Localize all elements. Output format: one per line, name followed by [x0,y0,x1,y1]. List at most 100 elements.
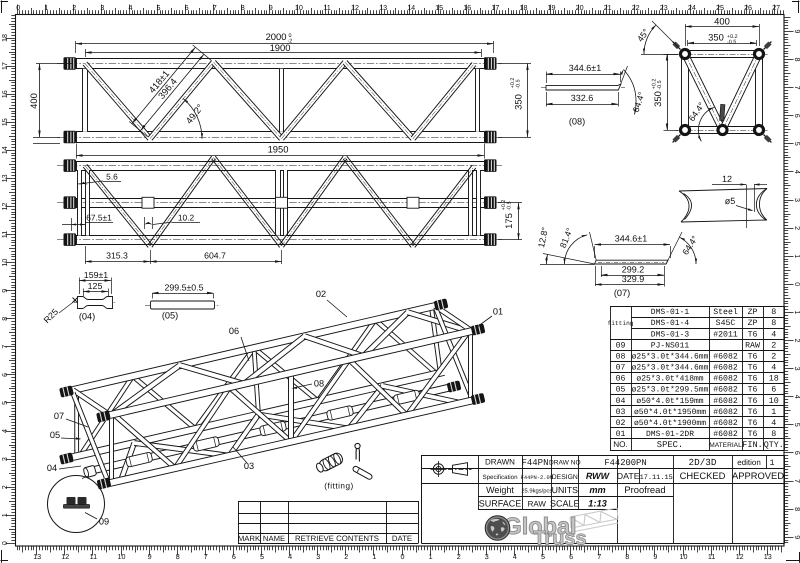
svg-text:315.3: 315.3 [106,251,128,261]
svg-text:-2: -2 [288,39,293,45]
svg-text:8: 8 [241,3,245,12]
svg-text:SURFACE: SURFACE [479,498,522,508]
svg-text:#6082: #6082 [713,364,738,373]
svg-text:10: 10 [680,552,688,561]
svg-text:DMS-01-3: DMS-01-3 [651,330,690,339]
svg-text:1900: 1900 [270,42,291,53]
svg-text:2: 2 [344,552,348,561]
svg-text:4: 4 [771,363,776,373]
svg-text:14: 14 [0,146,9,154]
svg-text:17.11.15: 17.11.15 [640,474,673,482]
svg-text:10: 10 [118,552,126,561]
svg-text:604.7: 604.7 [204,251,226,261]
svg-text:PJ-NS011: PJ-NS011 [651,341,690,350]
svg-text:2000: 2000 [266,31,287,42]
svg-text:2: 2 [0,485,9,489]
svg-text:07: 07 [616,364,626,373]
svg-text:01: 01 [616,430,626,439]
svg-text:9: 9 [793,535,800,539]
svg-text:2: 2 [793,226,800,230]
svg-text:T6: T6 [748,353,758,362]
svg-text:ZP: ZP [748,308,758,317]
svg-text:#6082: #6082 [713,353,738,362]
svg-text:CHECKED: CHECKED [680,470,726,481]
svg-text:10: 10 [769,396,779,406]
svg-text:350: 350 [652,91,663,107]
svg-text:8: 8 [771,307,776,317]
svg-text:67.5±1: 67.5±1 [86,213,112,223]
svg-text:11: 11 [0,231,9,238]
svg-text:2: 2 [457,552,461,561]
svg-text:-0.5: -0.5 [507,201,513,210]
svg-text:1: 1 [429,552,433,561]
svg-text:3: 3 [100,3,104,12]
svg-text:299.5±0.5: 299.5±0.5 [164,283,203,293]
svg-text:4: 4 [771,329,776,339]
svg-text:12: 12 [351,3,359,12]
svg-text:QTY.: QTY. [764,440,784,450]
svg-text:4: 4 [129,3,133,12]
svg-text:05: 05 [50,430,60,440]
svg-text:APPROVED: APPROVED [732,470,784,481]
svg-text:1:13: 1:13 [588,497,608,508]
svg-text:(08): (08) [569,117,585,127]
svg-text:9: 9 [0,289,9,293]
svg-text:5: 5 [541,552,545,561]
svg-text:329.9: 329.9 [622,274,645,284]
svg-text:Proofread: Proofread [624,484,665,495]
svg-text:11: 11 [323,3,330,12]
svg-text:26: 26 [744,3,752,12]
svg-text:Steel: Steel [713,308,738,317]
svg-text:ø50*4.0t*1900mm: ø50*4.0t*1900mm [634,419,706,428]
svg-text:25: 25 [716,3,724,12]
svg-text:5: 5 [793,142,800,146]
svg-text:11: 11 [90,552,97,561]
svg-text:13: 13 [0,174,9,182]
svg-text:08: 08 [314,379,324,389]
svg-text:09: 09 [99,517,109,527]
svg-text:159±1: 159±1 [84,270,109,280]
svg-text:09: 09 [616,341,626,350]
svg-text:#2011: #2011 [713,330,738,339]
svg-text:T6: T6 [748,408,758,417]
svg-text:03: 03 [244,461,254,471]
svg-text:14: 14 [407,3,415,12]
svg-text:1950: 1950 [268,144,289,155]
svg-text:6: 6 [232,552,236,561]
svg-text:#6082: #6082 [713,375,738,384]
svg-text:16: 16 [0,90,9,98]
svg-text:16: 16 [463,3,471,12]
svg-text:F44200PN: F44200PN [604,458,646,468]
svg-text:02: 02 [616,419,626,428]
svg-text:#6082: #6082 [713,386,738,395]
svg-text:ø25*3.0t*418mm: ø25*3.0t*418mm [636,375,703,384]
svg-text:+0.2: +0.2 [652,79,658,90]
svg-text:21: 21 [604,3,612,12]
svg-text:22: 22 [632,3,640,12]
svg-text:FIN.: FIN. [742,440,763,450]
svg-text:Truss: Truss [533,528,586,550]
svg-text:ZP: ZP [748,319,758,328]
svg-text:25.9kgs/pcs: 25.9kgs/pcs [521,488,552,495]
svg-text:299.2: 299.2 [622,265,645,275]
svg-text:3: 3 [793,367,800,371]
svg-text:8: 8 [176,552,180,561]
svg-text:9: 9 [793,29,800,33]
svg-text:11: 11 [708,552,715,561]
svg-text:8: 8 [793,58,800,62]
svg-text:NAME: NAME [263,534,285,543]
svg-text:9: 9 [653,552,657,561]
svg-text:6: 6 [793,451,800,455]
svg-text:DMS-01-1: DMS-01-1 [651,308,690,317]
svg-text:RWW: RWW [586,471,611,481]
svg-text:344.6±1: 344.6±1 [569,63,601,73]
svg-text:23: 23 [660,3,668,12]
svg-text:07: 07 [54,411,64,421]
svg-text:DESIGN: DESIGN [552,474,578,481]
svg-text:6: 6 [185,3,189,12]
svg-text:02: 02 [316,289,326,299]
svg-text:18: 18 [520,3,528,12]
svg-text:ø50*4.0t*1950mm: ø50*4.0t*1950mm [634,408,706,417]
svg-text:(05): (05) [162,311,178,321]
svg-text:(04): (04) [79,312,95,322]
